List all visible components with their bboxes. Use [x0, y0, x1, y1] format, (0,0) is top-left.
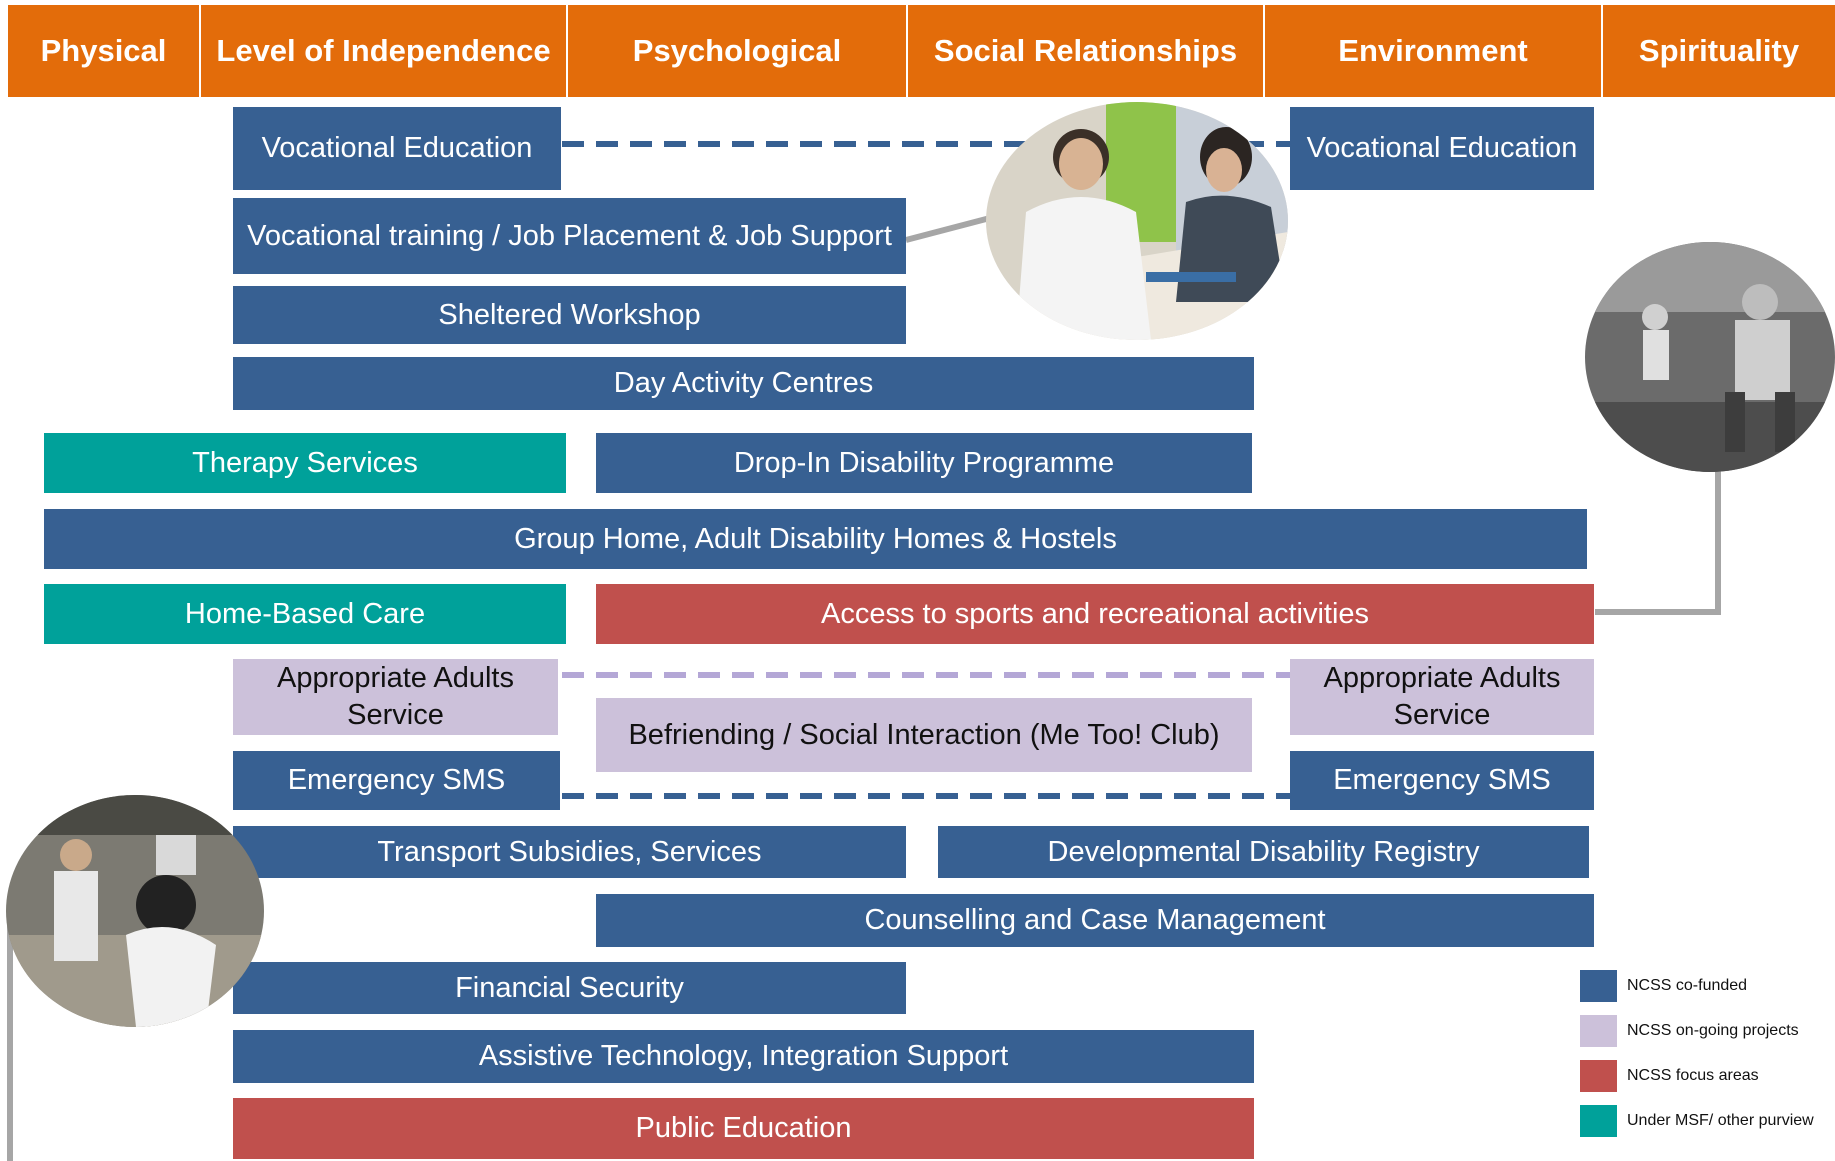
header-social-relationships: Social Relationships [908, 5, 1263, 97]
vocational-education-right: Vocational Education [1290, 107, 1594, 190]
header-environment: Environment [1265, 5, 1601, 97]
photo2-connector [1595, 465, 1721, 615]
legend-co-funded: NCSS co-funded [1580, 970, 1747, 1002]
sheltered-workshop: Sheltered Workshop [233, 286, 906, 344]
assistive-technology: Assistive Technology, Integration Suppor… [233, 1030, 1254, 1083]
header-spirituality: Spirituality [1603, 5, 1835, 97]
legend-label: NCSS on-going projects [1627, 1022, 1799, 1039]
legend-swatch-other [1580, 1105, 1617, 1137]
header-psychological: Psychological [568, 5, 906, 97]
assistive-technology-photo [6, 795, 264, 1027]
vocational-training: Vocational training / Job Placement & Jo… [233, 198, 906, 274]
legend-label: NCSS focus areas [1627, 1067, 1759, 1084]
drop-in-disability-programme: Drop-In Disability Programme [596, 433, 1252, 493]
photo1-connector [905, 215, 991, 243]
appropriate-adults-left: Appropriate Adults Service [233, 659, 558, 735]
financial-security: Financial Security [233, 962, 906, 1014]
emergency-sms-left: Emergency SMS [233, 751, 560, 810]
public-education: Public Education [233, 1098, 1254, 1159]
counselling: Counselling and Case Management [596, 894, 1594, 947]
sports-photo [1585, 242, 1835, 472]
day-activity-centres: Day Activity Centres [233, 357, 1254, 410]
developmental-disability-registry: Developmental Disability Registry [938, 826, 1589, 878]
vocational-education-left: Vocational Education [233, 107, 561, 190]
legend-focus: NCSS focus areas [1580, 1060, 1759, 1092]
header-level-of-independence: Level of Independence [201, 5, 566, 97]
legend-swatch-ongoing [1580, 1015, 1617, 1047]
legend-swatch-focus [1580, 1060, 1617, 1092]
legend-ongoing: NCSS on-going projects [1580, 1015, 1799, 1047]
legend-swatch-co-funded [1580, 970, 1617, 1002]
access-to-sports: Access to sports and recreational activi… [596, 584, 1594, 644]
legend-other: Under MSF/ other purview [1580, 1105, 1814, 1137]
legend-label: Under MSF/ other purview [1627, 1112, 1814, 1129]
home-based-care: Home-Based Care [44, 584, 566, 644]
appropriate-adults-right: Appropriate Adults Service [1290, 659, 1594, 735]
transport-subsidies: Transport Subsidies, Services [233, 826, 906, 878]
header-physical: Physical [8, 5, 199, 97]
legend-label: NCSS co-funded [1627, 977, 1748, 994]
therapy-services: Therapy Services [44, 433, 566, 493]
befriending: Befriending / Social Interaction (Me Too… [596, 698, 1252, 772]
group-home: Group Home, Adult Disability Homes & Hos… [44, 509, 1587, 569]
emergency-sms-right: Emergency SMS [1290, 751, 1594, 810]
vocational-training-photo [986, 102, 1288, 340]
